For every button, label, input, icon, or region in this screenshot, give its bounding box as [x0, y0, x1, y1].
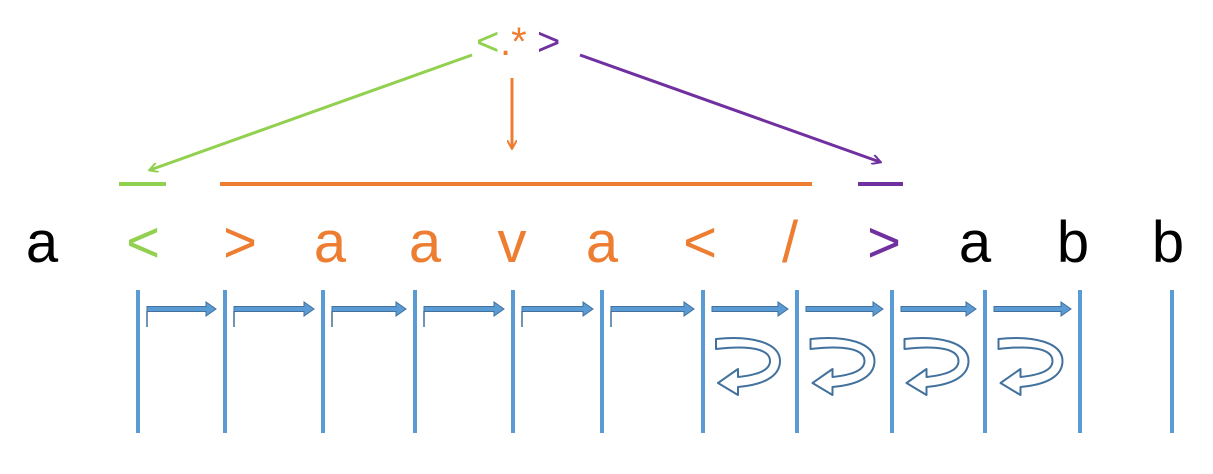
input-char: a — [26, 210, 59, 275]
input-char: < — [126, 210, 160, 275]
position-marker — [1170, 290, 1174, 433]
input-char: a — [409, 210, 442, 275]
pattern-close-bracket: > — [537, 20, 560, 64]
input-char: a — [959, 210, 992, 275]
regex-pattern: < .* > — [476, 20, 560, 64]
position-marker — [413, 290, 417, 433]
forward-step-arrow — [521, 301, 594, 327]
input-char: b — [1057, 210, 1089, 275]
input-char: a — [314, 210, 347, 275]
position-marker — [511, 290, 515, 433]
position-marker — [890, 290, 894, 433]
forward-step-arrow — [146, 301, 217, 327]
input-char: v — [498, 210, 527, 275]
input-char: / — [782, 210, 799, 275]
input-char: b — [1152, 210, 1184, 275]
forward-step-arrow — [331, 301, 407, 327]
close-bracket-arrow — [579, 53, 880, 162]
position-marker — [795, 290, 799, 433]
position-marker — [321, 290, 325, 433]
pattern-open-bracket: < — [476, 20, 499, 64]
forward-step-arrow — [233, 301, 315, 327]
pattern-dot-star: .* — [500, 20, 527, 64]
backtrack-arrow — [715, 337, 781, 396]
forward-step-arrow — [711, 301, 789, 317]
forward-step-arrow — [993, 301, 1072, 317]
forward-step-arrow — [805, 301, 884, 317]
backtrack-arrow — [903, 337, 970, 396]
forward-step-arrow — [423, 301, 505, 327]
input-char: > — [223, 210, 257, 275]
position-marker — [136, 290, 140, 433]
input-char: > — [867, 210, 901, 275]
forward-step-arrow — [610, 301, 695, 327]
forward-step-arrow — [900, 301, 977, 317]
position-marker — [701, 290, 705, 433]
position-marker — [1078, 290, 1082, 433]
match-steps — [146, 301, 1072, 396]
input-char: a — [586, 210, 619, 275]
position-markers — [136, 290, 1174, 433]
position-marker — [223, 290, 227, 433]
position-marker — [600, 290, 604, 433]
backtrack-arrow — [809, 337, 876, 396]
open-bracket-arrow — [150, 53, 473, 170]
input-char: < — [683, 210, 717, 275]
backtrack-arrow — [997, 337, 1064, 396]
position-marker — [983, 290, 987, 433]
